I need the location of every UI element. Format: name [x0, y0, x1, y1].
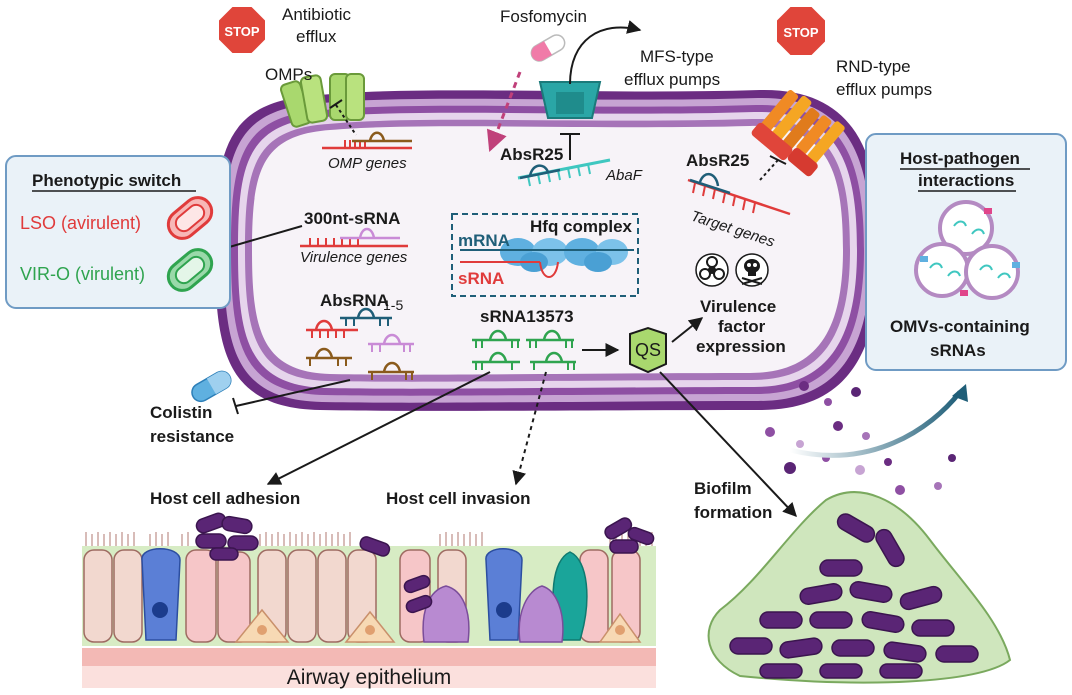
rnd-efflux-pump	[751, 89, 845, 177]
virulence-label-3: expression	[696, 337, 786, 356]
biofilm	[707, 491, 1012, 684]
mrna-label: mRNA	[458, 231, 510, 250]
absr25-center-label: AbsR25	[500, 145, 563, 164]
omp-inhibition-line	[335, 104, 357, 136]
absrna-label: AbsRNA	[320, 291, 389, 310]
abaf-label: AbaF	[605, 167, 643, 184]
host-invasion-label: Host cell invasion	[386, 489, 531, 508]
invasion-arrow	[512, 371, 547, 486]
omps-label: OMPs	[265, 65, 312, 84]
antibiotic-efflux-label-1: Antibiotic	[282, 5, 351, 24]
host-adhesion-label: Host cell adhesion	[150, 489, 300, 508]
omvs-label-2: sRNAs	[930, 341, 986, 360]
skull-icon	[735, 253, 769, 287]
stop-right-text: STOP	[783, 25, 818, 40]
viro-label: VIR-O (virulent)	[20, 264, 145, 284]
hfq-complex-label: Hfq complex	[530, 217, 633, 236]
colistin-label-1: Colistin	[150, 403, 212, 422]
omp-inhibition-bar	[329, 99, 343, 109]
omv-release-arrow	[789, 390, 962, 458]
absrna-structures	[306, 307, 414, 380]
qs-label: QS	[635, 340, 661, 360]
srna13573-structures	[472, 329, 576, 370]
bacterium-icon-viro	[166, 248, 214, 292]
abaf-rna	[517, 158, 611, 187]
colistin-inhibition-line	[235, 379, 351, 407]
rnd-label-2: efflux pumps	[836, 80, 932, 99]
omp-genes-label: OMP genes	[328, 155, 407, 172]
virulence-label-1: Virulence	[700, 297, 776, 316]
stop-left-text: STOP	[224, 24, 259, 39]
virulence-genes-rna	[300, 227, 408, 248]
biofilm-label-1: Biofilm	[694, 479, 752, 498]
qs-hexagon: QS	[629, 326, 667, 374]
qs-to-virulence-arrow	[671, 317, 704, 343]
host-pathogen-title-1: Host-pathogen	[900, 149, 1020, 168]
adherent-bacteria	[195, 512, 655, 614]
mfs-label-2: efflux pumps	[624, 70, 720, 89]
bacterium-icon-lso	[166, 196, 214, 240]
antibiotic-efflux-label-2: efflux	[296, 27, 337, 46]
omv-release-arrowhead	[952, 384, 968, 402]
target-inhibition-bar	[769, 155, 787, 165]
target-genes-rna	[687, 173, 791, 216]
stop-sign-icon-right: STOP	[775, 5, 827, 57]
virulence-label-2: factor	[718, 317, 766, 336]
biofilm-label-2: formation	[694, 503, 772, 522]
lso-label: LSO (avirulent)	[20, 213, 141, 233]
biofilm-arrow	[659, 371, 797, 518]
omp-genes-rna	[322, 131, 412, 150]
omv-dots	[765, 381, 956, 495]
capsule-icon-fosfomycin	[530, 34, 566, 62]
omv-icon	[914, 200, 1020, 300]
airway-epithelium: Airway epithelium	[82, 512, 656, 689]
capsule-icon-colistin	[191, 370, 232, 403]
virulence-genes-label: Virulence genes	[300, 249, 408, 266]
stop-sign-icon-left: STOP	[217, 5, 267, 55]
absrna-subscript: 1-5	[383, 297, 403, 313]
biohazard-icon	[695, 253, 729, 287]
phenotypic-switch-title: Phenotypic switch	[32, 171, 181, 190]
rnd-label-1: RND-type	[836, 57, 911, 76]
srna-label: sRNA	[458, 269, 504, 288]
fosfomycin-arrow	[486, 71, 522, 152]
omvs-label-1: OMVs-containing	[890, 317, 1030, 336]
fosfomycin-label: Fosfomycin	[500, 7, 587, 26]
colistin-label-2: resistance	[150, 427, 234, 446]
biofilm-bacteria	[729, 513, 979, 679]
mfs-label-1: MFS-type	[640, 47, 714, 66]
omp-porins	[279, 73, 365, 128]
hfq-complex-box: Hfq complex mRNA sRNA	[451, 213, 639, 297]
host-pathogen-panel: Host-pathogen interactions OMVs-containi…	[865, 133, 1067, 371]
target-inhibition-line	[759, 159, 779, 181]
srna-300nt-label: 300nt-sRNA	[304, 209, 400, 228]
mfs-efflux-pump	[538, 20, 642, 119]
colistin-inhibition-bar	[232, 397, 239, 415]
hfq-protein-complex	[500, 238, 628, 272]
absr25-right-label: AbsR25	[686, 151, 749, 170]
airway-label: Airway epithelium	[287, 666, 452, 689]
host-pathogen-title-2: interactions	[918, 171, 1014, 190]
adhesion-arrow	[266, 371, 491, 485]
phenotypic-switch-panel: Phenotypic switch LSO (avirulent) VIR-O …	[5, 155, 231, 309]
basal-cells	[234, 585, 642, 643]
srna13573-label: sRNA13573	[480, 307, 574, 326]
